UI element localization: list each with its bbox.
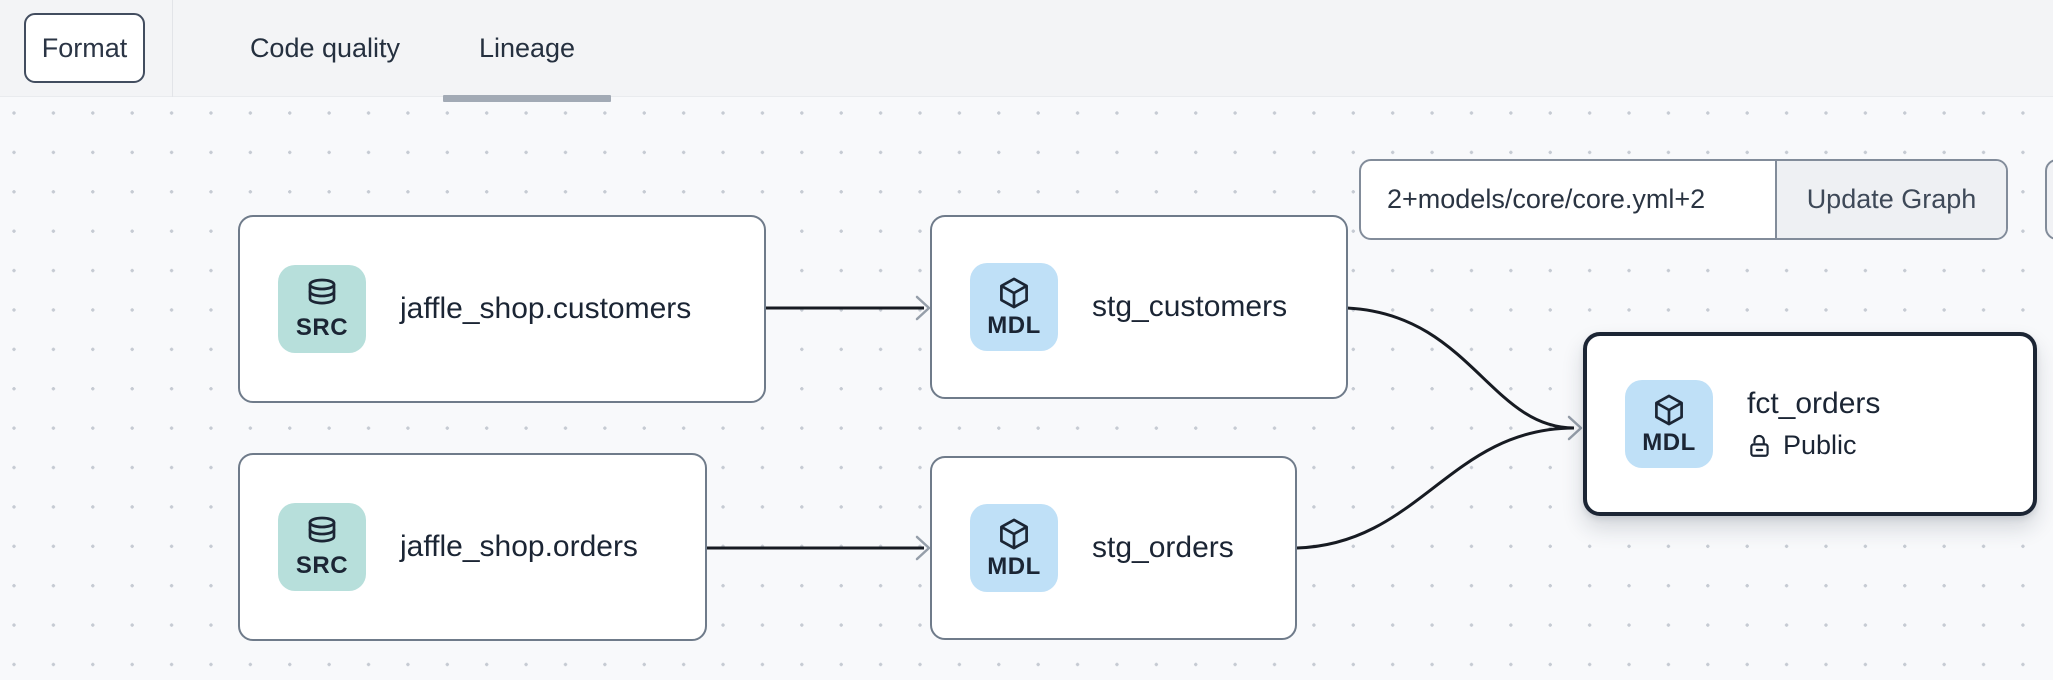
tab-lineage[interactable]: Lineage (478, 32, 576, 63)
node-jaffle-shop-customers[interactable]: SRC jaffle_shop.customers (238, 215, 766, 403)
tab-code-quality[interactable]: Code quality (249, 32, 401, 63)
source-badge: SRC (278, 265, 366, 353)
badge-label: SRC (295, 313, 349, 341)
cube-icon (1655, 394, 1683, 425)
format-button[interactable]: Format (24, 13, 145, 83)
toolbar-divider (172, 0, 173, 97)
node-stg-customers[interactable]: MDL stg_customers (930, 215, 1348, 399)
cube-icon (1000, 518, 1028, 549)
database-icon (308, 278, 336, 304)
node-label: fct_orders (1747, 387, 1881, 420)
clipped-right-widget[interactable] (2045, 159, 2053, 240)
node-label: stg_orders (1092, 531, 1234, 564)
badge-label: MDL (987, 552, 1041, 580)
badge-label: MDL (1642, 428, 1696, 456)
lineage-selector-input[interactable] (1361, 161, 1775, 238)
update-graph-button[interactable]: Update Graph (1775, 161, 2006, 238)
badge-label: MDL (987, 311, 1041, 339)
database-icon (308, 516, 336, 542)
cube-icon (1000, 277, 1028, 308)
badge-label: SRC (295, 551, 349, 579)
node-label: stg_customers (1092, 290, 1288, 323)
source-badge: SRC (278, 503, 366, 591)
node-stg-orders[interactable]: MDL stg_orders (930, 456, 1297, 640)
access-row: Public (1747, 430, 1880, 461)
node-fct-orders-selected[interactable]: MDL fct_orders Public (1583, 332, 2037, 516)
model-badge: MDL (970, 504, 1058, 592)
access-label: Public (1783, 430, 1857, 460)
node-label: jaffle_shop.customers (400, 292, 692, 325)
model-badge: MDL (970, 263, 1058, 351)
editor-toolbar: Format Code quality Lineage (0, 0, 2053, 102)
node-jaffle-shop-orders[interactable]: SRC jaffle_shop.orders (238, 453, 707, 641)
lock-open-icon (1750, 434, 1769, 457)
model-badge: MDL (1625, 380, 1713, 468)
lineage-selector-group: Update Graph (1359, 159, 2008, 240)
node-label: jaffle_shop.orders (400, 530, 638, 563)
active-tab-underline (443, 95, 611, 102)
